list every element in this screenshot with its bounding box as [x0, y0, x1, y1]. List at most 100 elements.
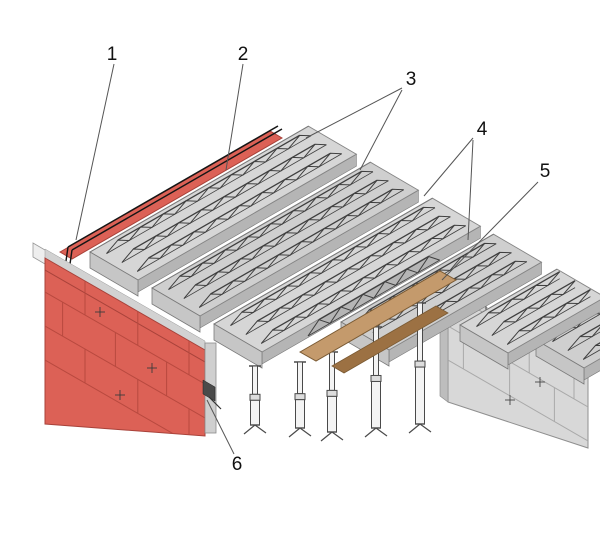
prop-leg: [254, 424, 267, 434]
callout-4: 4: [423, 119, 488, 241]
timber-plank: [331, 305, 449, 374]
course-line: [45, 325, 205, 419]
lattice-girder-top-chord: [148, 152, 331, 259]
timber-beam: [298, 270, 458, 374]
prop-outer-tube: [371, 380, 381, 429]
lattice-girder-bottom-chord: [168, 171, 374, 290]
slab-end-face: [459, 324, 509, 370]
slab-row-1: [89, 125, 358, 297]
lattice-girder-top-chord: [256, 215, 440, 322]
lattice-girder-top-chord: [488, 271, 561, 314]
leader-line: [75, 63, 115, 241]
slab-row-5: [459, 268, 600, 370]
prop-collar: [326, 389, 338, 397]
lattice-girder-web: [476, 271, 561, 327]
lattice-girder-top-chord: [241, 206, 424, 313]
lattice-girder-top-chord: [117, 134, 300, 241]
slab-end-face: [89, 251, 139, 297]
exposed-lattice-girder: [307, 255, 440, 337]
callout-1: 1: [75, 44, 118, 241]
prop: [243, 365, 267, 435]
slab-edge-line: [151, 161, 371, 289]
lattice-girder-bottom-chord: [183, 180, 389, 299]
callout-6: 6: [206, 399, 243, 475]
slab-row-2: [151, 161, 420, 333]
edge-bar-corner: [65, 246, 69, 262]
slab-edge-line: [89, 125, 309, 253]
bracket-body: [202, 379, 216, 402]
callout-label: 4: [477, 119, 488, 140]
edge-bar-corner: [69, 249, 73, 265]
prop-collar: [249, 393, 261, 401]
prop-leg: [288, 427, 301, 438]
leader-line: [423, 137, 474, 197]
callout-label: 6: [232, 454, 243, 475]
prop-outer-tube: [295, 399, 305, 429]
callout-label: 2: [238, 44, 249, 65]
lattice-girder-top-chord: [518, 289, 591, 332]
lattice-girder-web: [506, 289, 591, 345]
callout-label: 1: [107, 44, 118, 65]
lattice-girder-top-chord: [194, 179, 378, 286]
lattice-girder-bottom-chord: [307, 259, 440, 337]
lattice-girder-bottom-chord: [261, 225, 466, 344]
lattice-girder-web: [567, 326, 600, 351]
lattice-girder-top-chord: [132, 143, 316, 250]
callout-label: 3: [406, 69, 417, 90]
prop-leg: [364, 427, 377, 438]
lattice-girder-top-chord: [272, 224, 455, 331]
lattice-girder-bottom-chord: [199, 189, 404, 308]
lattice-girder-bottom-chord: [583, 349, 600, 360]
course-line: [45, 359, 205, 436]
lattice-girder-top-chord: [179, 170, 362, 277]
lattice-girder-web: [491, 280, 576, 336]
edge-bar: [71, 128, 283, 251]
lattice-girder-bottom-chord: [230, 207, 436, 326]
lattice-girder-bottom-chord: [121, 144, 327, 263]
prop-leg: [243, 424, 256, 435]
edge-bar: [67, 125, 279, 248]
prop-outer-tube: [327, 395, 337, 433]
bracket-rod: [208, 396, 222, 410]
course-line: [45, 291, 205, 385]
lattice-girder-top-chord: [210, 188, 393, 295]
callout-5: 5: [441, 161, 551, 281]
course-line: [448, 359, 588, 442]
leader-line: [359, 89, 403, 171]
lattice-girder-bottom-chord: [552, 313, 600, 342]
slab-end-face: [213, 323, 263, 369]
prop: [288, 361, 312, 438]
prop-inner-tube: [297, 361, 303, 395]
edge-reinforcement-lines: [65, 125, 283, 265]
lattice-girder-bottom-chord: [106, 135, 312, 254]
prop-inner-tube: [252, 365, 258, 395]
leader-line: [206, 399, 235, 455]
slab-end-face: [151, 287, 201, 333]
lattice-girder-bottom-chord: [567, 331, 600, 351]
prop-leg: [331, 431, 344, 441]
prop-leg: [299, 427, 312, 437]
leader-line: [441, 181, 539, 281]
timber-beam-top: [298, 270, 458, 362]
prop-outer-tube: [415, 366, 425, 425]
prop-collar: [414, 360, 426, 368]
red-wall: [32, 242, 217, 437]
slab-end-face: [535, 339, 585, 385]
leader-line: [225, 63, 244, 171]
red-wall-courses: [45, 269, 205, 436]
prop-leg: [408, 423, 421, 434]
callout-label: 5: [540, 161, 551, 182]
leader-line: [305, 87, 403, 139]
callout-2: 2: [225, 44, 249, 171]
lattice-girder-bottom-chord: [245, 216, 451, 335]
lattice-girder-top-chord: [503, 280, 576, 323]
slab-edge-line: [340, 233, 494, 323]
lattice-girder-bottom-chord: [372, 252, 512, 333]
callout-3: 3: [305, 69, 417, 171]
leader-line: [467, 139, 474, 241]
lattice-girder-bottom-chord: [507, 296, 591, 345]
slab-edge-line: [213, 197, 433, 325]
prop-leg: [419, 423, 432, 433]
